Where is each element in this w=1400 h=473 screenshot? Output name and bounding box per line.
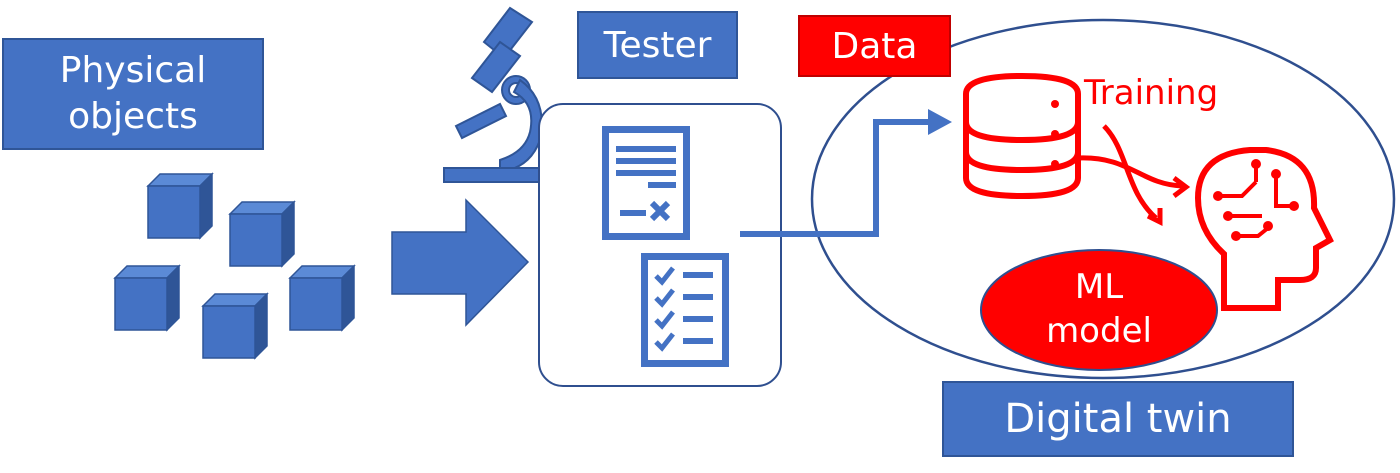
flow-arrow-icon	[391, 198, 530, 327]
checklist-icon	[641, 253, 729, 367]
digital-twin-ellipse	[810, 18, 1396, 380]
cube-icon	[229, 201, 295, 267]
data-flow-arrow-icon	[740, 119, 934, 237]
digital-twin-label: Digital twin	[942, 381, 1294, 457]
tester-label: Tester	[577, 11, 738, 79]
training-label: Training	[1084, 73, 1219, 113]
cube-icon	[114, 265, 180, 331]
ai-head-icon	[1194, 147, 1334, 311]
document-icon	[602, 126, 690, 240]
ml-model-ellipse	[980, 249, 1218, 371]
training-arrows-icon	[1077, 124, 1191, 227]
ml-model-label: ML model	[1046, 267, 1152, 351]
cube-icon	[147, 173, 213, 239]
cube-icon	[202, 293, 268, 359]
microscope-icon	[443, 6, 557, 183]
physical-cubes	[114, 173, 355, 359]
cube-icon	[289, 265, 355, 331]
database-icon	[963, 72, 1081, 200]
physical-objects-label: Physical objects	[2, 38, 264, 150]
data-label: Data	[798, 15, 951, 77]
